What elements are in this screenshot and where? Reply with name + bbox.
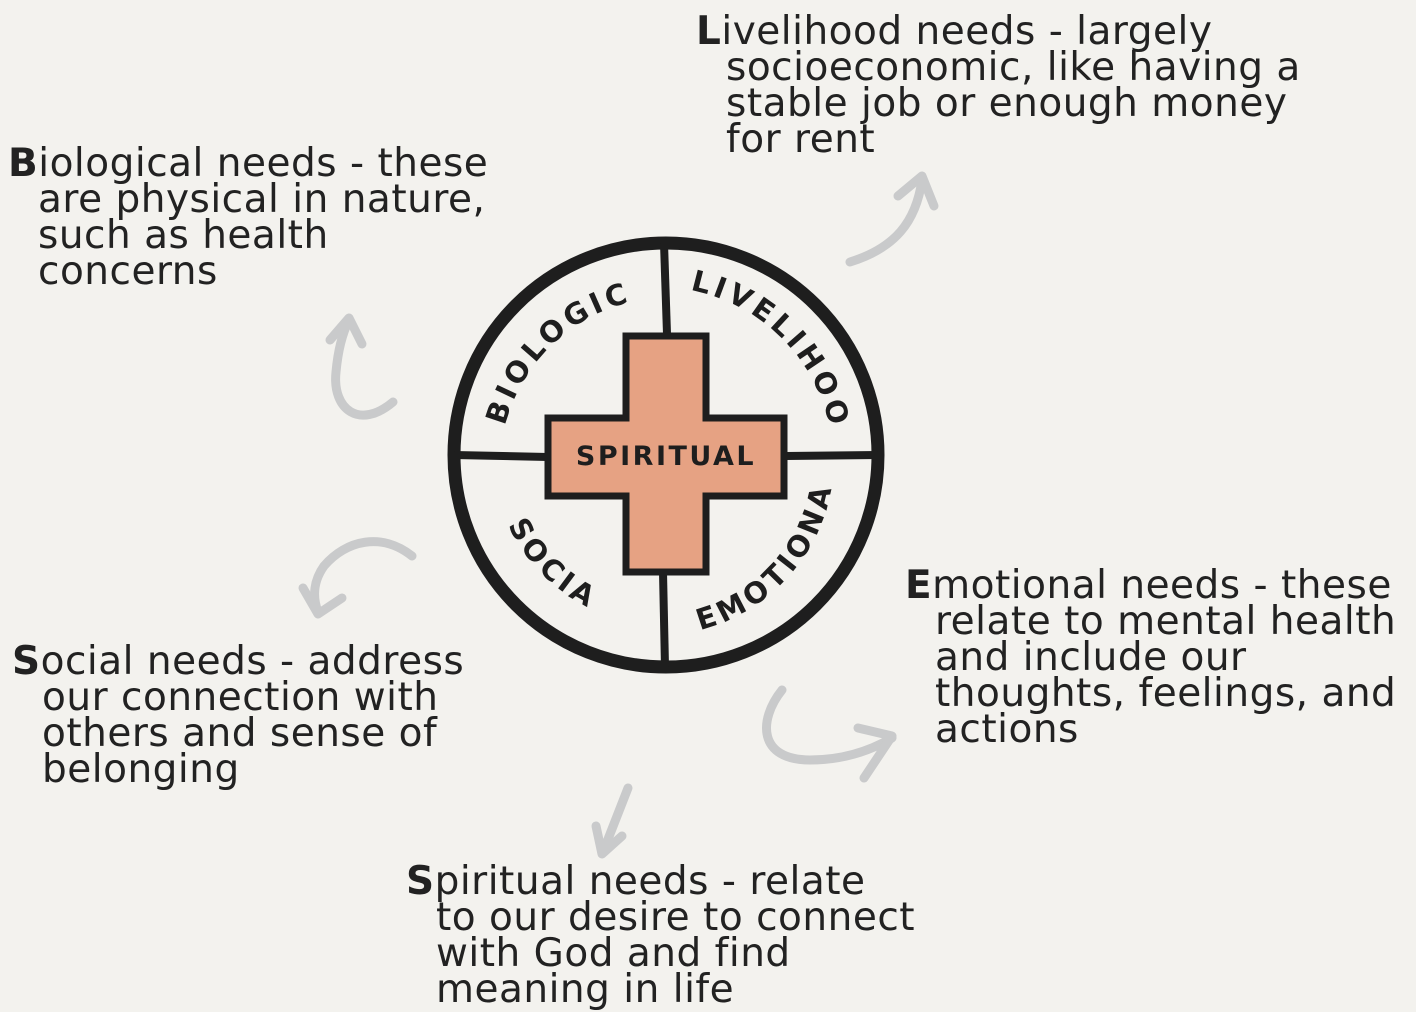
note-line: Emotional needs - these xyxy=(905,566,1396,605)
note-text: ocial needs - address xyxy=(40,639,465,684)
note-line: concerns xyxy=(38,249,218,294)
curved-arrow-up-right-icon xyxy=(845,171,939,267)
note-biological: Biological needs - these are physical in… xyxy=(8,144,488,294)
note-text: ivelihood needs - largely xyxy=(721,9,1213,54)
note-text: motional needs - these xyxy=(932,563,1392,608)
note-line: to our desire to connect xyxy=(436,895,916,940)
note-line: such as health xyxy=(38,213,329,258)
note-text: piritual needs - relate xyxy=(434,859,866,904)
curved-arrow-right-icon xyxy=(762,685,897,783)
note-emotional: Emotional needs - these relate to mental… xyxy=(905,566,1397,752)
center-label-spiritual: SPIRITUAL xyxy=(576,441,756,472)
spiritual-cross xyxy=(544,332,788,576)
wheel-divider-top xyxy=(660,242,671,335)
note-line: belonging xyxy=(42,747,240,792)
wheel-divider-right xyxy=(785,451,879,460)
note-line: for rent xyxy=(726,117,876,162)
note-line: Livelihood needs - largely xyxy=(696,12,1301,51)
note-line: meaning in life xyxy=(436,967,735,1012)
note-initial: E xyxy=(905,563,933,608)
note-line: and include our xyxy=(935,635,1247,680)
note-line: Spiritual needs - relate xyxy=(406,862,915,901)
wheel-divider-left xyxy=(453,451,549,461)
note-line: actions xyxy=(935,707,1079,752)
note-line: socioeconomic, like having a xyxy=(726,45,1301,90)
note-livelihood: Livelihood needs - largely socioeconomic… xyxy=(696,12,1301,162)
curved-arrow-down-left-icon xyxy=(298,537,417,619)
curved-arrow-up-icon xyxy=(325,313,398,420)
note-initial: S xyxy=(406,859,435,904)
wheel-divider-bottom xyxy=(659,571,669,668)
note-spiritual: Spiritual needs - relate to our desire t… xyxy=(406,862,916,1012)
note-initial: S xyxy=(12,639,41,684)
note-line: our connection with xyxy=(42,675,439,720)
note-line: Social needs - address xyxy=(12,642,464,681)
note-social: Social needs - address our connection wi… xyxy=(12,642,464,792)
note-text: iological needs - these xyxy=(38,141,489,186)
note-line: thoughts, feelings, and xyxy=(935,671,1397,716)
note-line: with God and find xyxy=(436,931,791,976)
note-line: are physical in nature, xyxy=(38,177,486,222)
note-initial: B xyxy=(8,141,39,186)
arrow-down-icon xyxy=(591,783,633,859)
note-line: relate to mental health xyxy=(935,599,1397,644)
note-initial: L xyxy=(696,9,722,54)
note-line: others and sense of xyxy=(42,711,438,756)
note-line: stable job or enough money xyxy=(726,81,1288,126)
note-line: Biological needs - these xyxy=(8,144,488,183)
